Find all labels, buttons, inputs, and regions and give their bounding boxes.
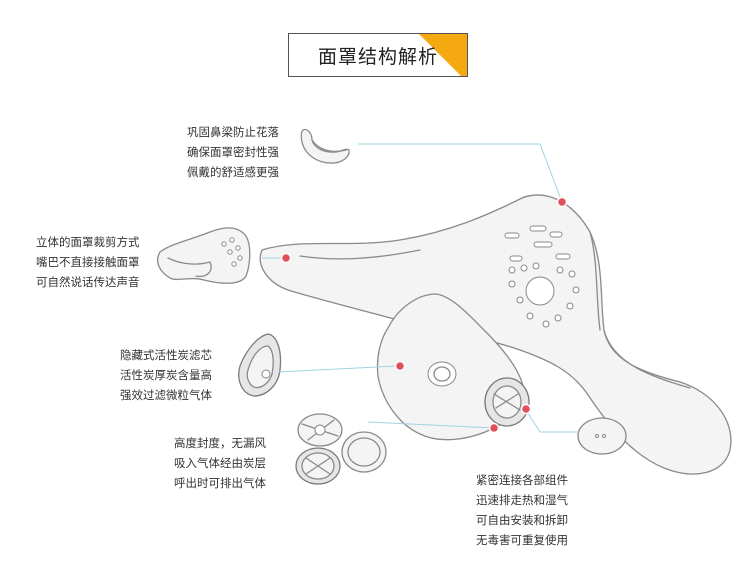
callout-carbon-filter: 隐藏式活性炭滤芯 活性炭厚炭含量高 强效过滤微粒气体 [120, 345, 212, 405]
nose-clip-part [301, 129, 349, 163]
carbon-filter [239, 334, 281, 396]
callout-connector: 紧密连接各部组件 迅速排走热和湿气 可自由安装和拆卸 无毒害可重复使用 [476, 470, 568, 550]
callout-line: 吸入气体经由炭层 [174, 453, 266, 473]
callout-line: 立体的面罩裁剪方式 [36, 232, 140, 252]
callout-nose-clip: 巩固鼻梁防止花落 确保面罩密封性强 佩戴的舒适感更强 [187, 122, 279, 182]
callout-valve: 高度封度，无漏风 吸入气体经由炭层 呼出时可排出气体 [174, 433, 266, 493]
marker-nose-clip [558, 198, 567, 207]
callout-line: 高度封度，无漏风 [174, 433, 266, 453]
marker-filter [396, 362, 405, 371]
callout-line: 活性炭厚炭含量高 [120, 365, 212, 385]
callout-line: 嘴巴不直接接触面罩 [36, 252, 140, 272]
callout-line: 迅速排走热和湿气 [476, 490, 568, 510]
callout-line: 可自然说话传达声音 [36, 272, 140, 292]
marker-connector [522, 405, 531, 414]
soft-inner-mask [158, 228, 250, 283]
valve-cap [485, 378, 529, 426]
callout-line: 隐藏式活性炭滤芯 [120, 345, 212, 365]
round-cap [578, 418, 626, 454]
marker-mask-cut [282, 254, 291, 263]
callout-line: 强效过滤微粒气体 [120, 385, 212, 405]
callout-mask-cut: 立体的面罩裁剪方式 嘴巴不直接接触面罩 可自然说话传达声音 [36, 232, 140, 292]
callout-line: 佩戴的舒适感更强 [187, 162, 279, 182]
marker-valve [490, 424, 499, 433]
callout-line: 呼出时可排出气体 [174, 473, 266, 493]
callout-line: 紧密连接各部组件 [476, 470, 568, 490]
callout-line: 无毒害可重复使用 [476, 530, 568, 550]
callout-line: 可自由安装和拆卸 [476, 510, 568, 530]
callout-line: 巩固鼻梁防止花落 [187, 122, 279, 142]
callout-line: 确保面罩密封性强 [187, 142, 279, 162]
valve-parts [296, 414, 386, 484]
